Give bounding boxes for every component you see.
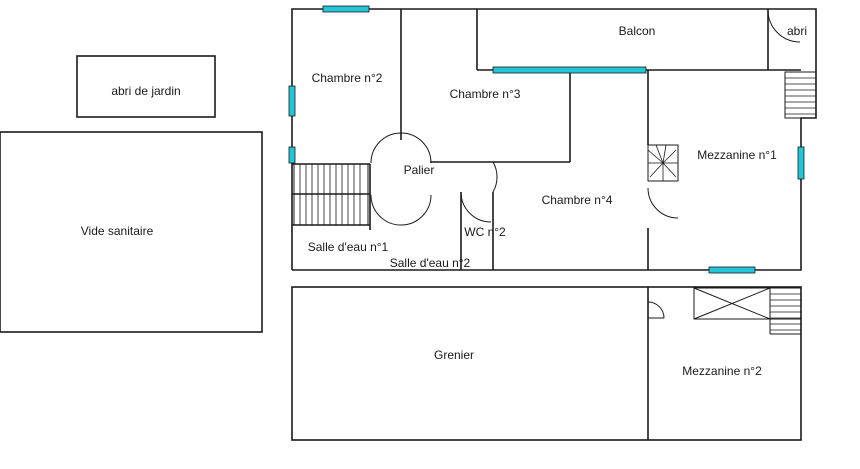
label-grenier: Grenier [434,348,474,362]
interior-walls [292,9,801,270]
window-chambre-2-left [288,85,296,117]
label-chambre-4: Chambre n°4 [542,193,613,207]
upper-floor-outline [291,8,817,271]
stairs-balcon [784,71,817,119]
stairs-salle-eau [293,163,369,226]
window-bottom [708,266,756,274]
label-vide-sanitaire: Vide sanitaire [81,224,154,238]
window-palier-left [288,146,296,164]
label-mezzanine-2: Mezzanine n°2 [682,364,762,378]
lower-floor-outline [291,286,802,441]
windows [288,5,805,274]
label-chambre-3: Chambre n°3 [450,87,521,101]
label-mezzanine-1: Mezzanine n°1 [697,148,777,162]
window-chambre-3 [492,66,647,74]
void-opening [693,287,802,335]
label-wc-2: WC n°2 [464,225,506,239]
label-abri: abri [787,24,807,38]
lower-interior-walls [647,287,665,440]
door-swings [370,9,801,226]
crawlspace-outline [0,131,263,333]
label-salle-eau-2: Salle d'eau n°2 [390,256,471,270]
garden-shed-outline [76,55,216,118]
label-palier: Palier [404,163,435,177]
label-balcon: Balcon [619,24,656,38]
label-abri-jardin: abri de jardin [111,84,180,98]
label-chambre-2: Chambre n°2 [312,71,383,85]
window-mezzanine-1 [797,146,805,180]
label-salle-eau-1: Salle d'eau n°1 [308,240,389,254]
window-chambre-2-top [322,5,370,13]
spiral-stair [647,144,679,182]
